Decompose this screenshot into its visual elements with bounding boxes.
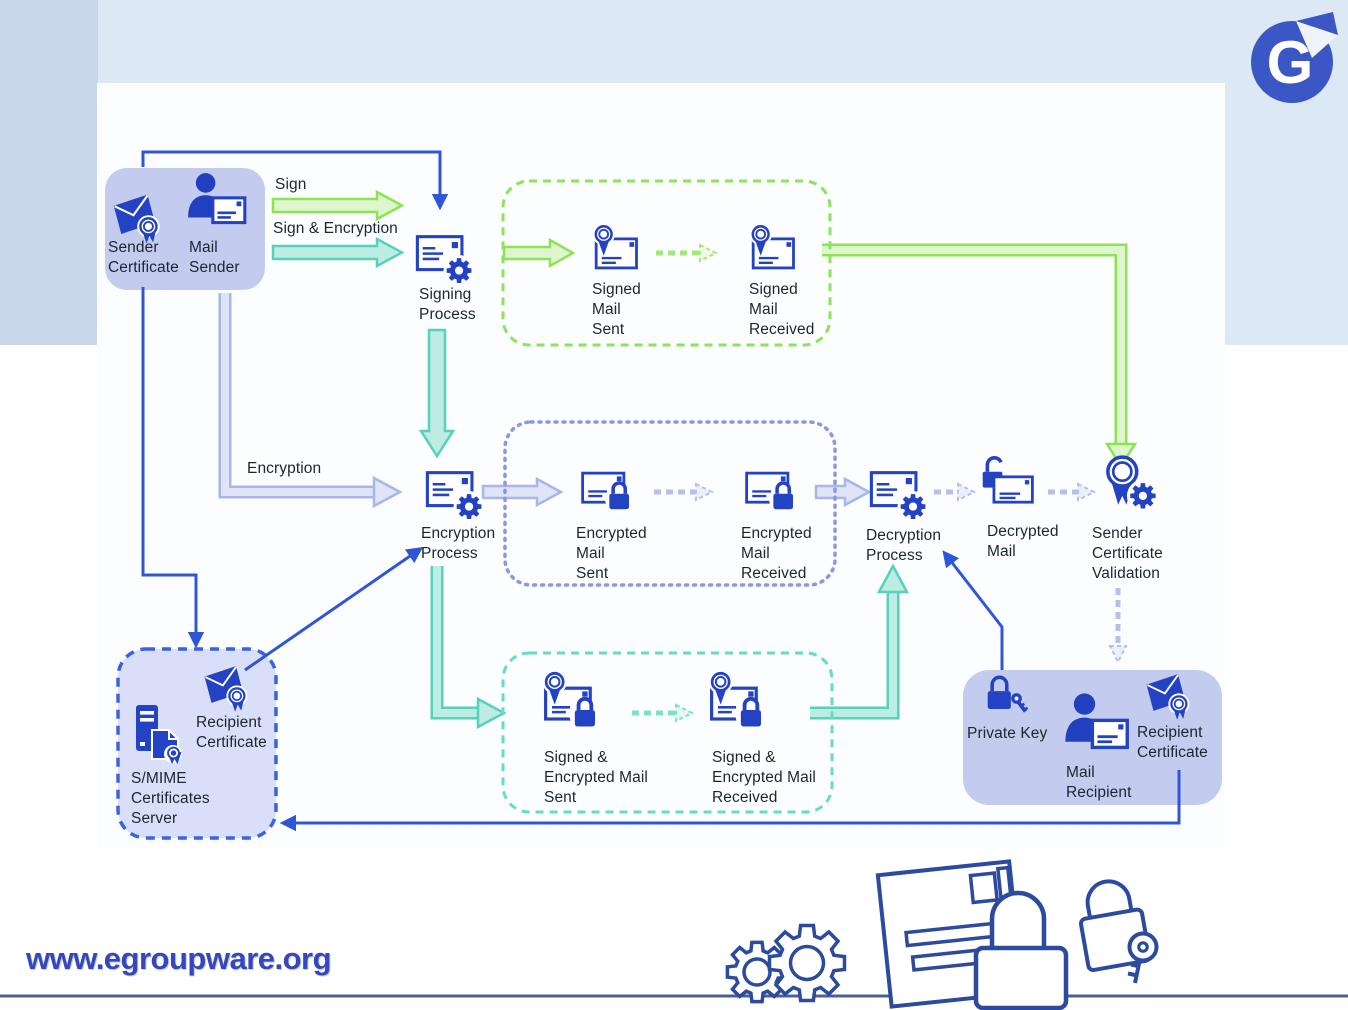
signed-encrypted-mail-sent-label: Signed & Encrypted Mail Sent xyxy=(544,749,648,806)
sender-cert-to-smime-line xyxy=(141,287,205,649)
encryption-route-arrowhead xyxy=(372,475,403,509)
signing-process-icon xyxy=(415,235,476,288)
encryption-to-midbox-arrow xyxy=(481,476,564,508)
private-key-to-decryption-line xyxy=(942,550,1004,670)
encryption-process-icon xyxy=(425,471,486,524)
decryption-process-label: Decryption Process xyxy=(866,527,942,564)
logo-letter: G xyxy=(1267,29,1314,96)
smime-recipient-certificate-label: Recipient Certificate xyxy=(196,714,267,751)
decor-gear-large-icon xyxy=(767,923,847,1003)
teal-routes xyxy=(418,328,910,730)
recipient-certificate-label: Recipient Certificate xyxy=(1137,724,1208,761)
signed-route-arrowhead xyxy=(1104,442,1138,469)
recipient-to-smime-return-line xyxy=(279,770,1181,832)
signing-to-signedbox-arrow xyxy=(502,237,576,269)
sign-encryption-label: Sign & Encryption xyxy=(273,220,398,237)
background-left-block xyxy=(0,0,98,345)
encrypted-mail-sent-icon xyxy=(580,471,636,516)
signed-encrypted-mail-received-icon xyxy=(706,668,769,733)
encryption-label: Encryption xyxy=(247,460,322,477)
blue-connectors xyxy=(141,150,1181,832)
sender-certificate-label: Sender Certificate xyxy=(108,239,179,276)
decrypted-mail-label: Decrypted Mail xyxy=(987,523,1059,560)
sender-to-signing-line xyxy=(141,150,449,211)
sign-encryption-arrow xyxy=(271,236,405,269)
footer-url: www.egroupware.org xyxy=(26,941,332,976)
signed-mail-received-icon xyxy=(747,222,795,270)
signed-encrypted-mail-received-label: Signed & Encrypted Mail Received xyxy=(712,749,816,806)
signed-mail-sent-icon xyxy=(590,222,638,270)
signing-to-encryption-arrow xyxy=(418,328,456,459)
sender-certificate-validation-label: Sender Certificate Validation xyxy=(1092,525,1163,582)
smime-server-label: S/MIME Certificates Server xyxy=(131,770,210,827)
encryption-route xyxy=(218,293,403,509)
encryption-process-label: Encryption Process xyxy=(421,525,496,562)
signed-mail-received-label: Signed Mail Received xyxy=(749,281,815,338)
signed-encrypted-mail-box xyxy=(501,651,834,814)
sign-label: Sign xyxy=(275,176,307,193)
signed-route xyxy=(822,243,1138,469)
encrypted-mail-box xyxy=(503,420,837,587)
encrypted-mail-received-label: Encrypted Mail Received xyxy=(741,525,812,582)
signed-mail-sent-label: Signed Mail Sent xyxy=(592,281,641,338)
recipient-cert-to-encryption-line xyxy=(244,546,424,672)
encrypted-mail-received-icon xyxy=(744,471,800,516)
mail-recipient-label: Mail Recipient xyxy=(1066,764,1132,801)
decryption-process-icon xyxy=(869,471,930,524)
decrypted-mail-icon xyxy=(980,455,1035,505)
signed-mail-box xyxy=(501,179,832,347)
dashed-arrows xyxy=(632,243,1128,723)
egroupware-logo-icon: G xyxy=(1251,12,1338,103)
decoration-group xyxy=(725,859,1159,1010)
signing-process-label: Signing Process xyxy=(419,286,476,323)
decor-padlock-icon xyxy=(973,890,1069,1010)
midbox-to-decryption-arrow xyxy=(814,476,872,508)
sender-certificate-validation-icon xyxy=(1106,455,1161,514)
signed-encrypted-mail-sent-icon xyxy=(540,668,603,733)
mail-sender-label: Mail Sender xyxy=(189,239,240,276)
private-key-label: Private Key xyxy=(967,725,1048,742)
encrypted-mail-sent-label: Encrypted Mail Sent xyxy=(576,525,647,582)
decor-lock-key-icon xyxy=(1078,879,1159,984)
sign-arrow xyxy=(271,189,405,222)
